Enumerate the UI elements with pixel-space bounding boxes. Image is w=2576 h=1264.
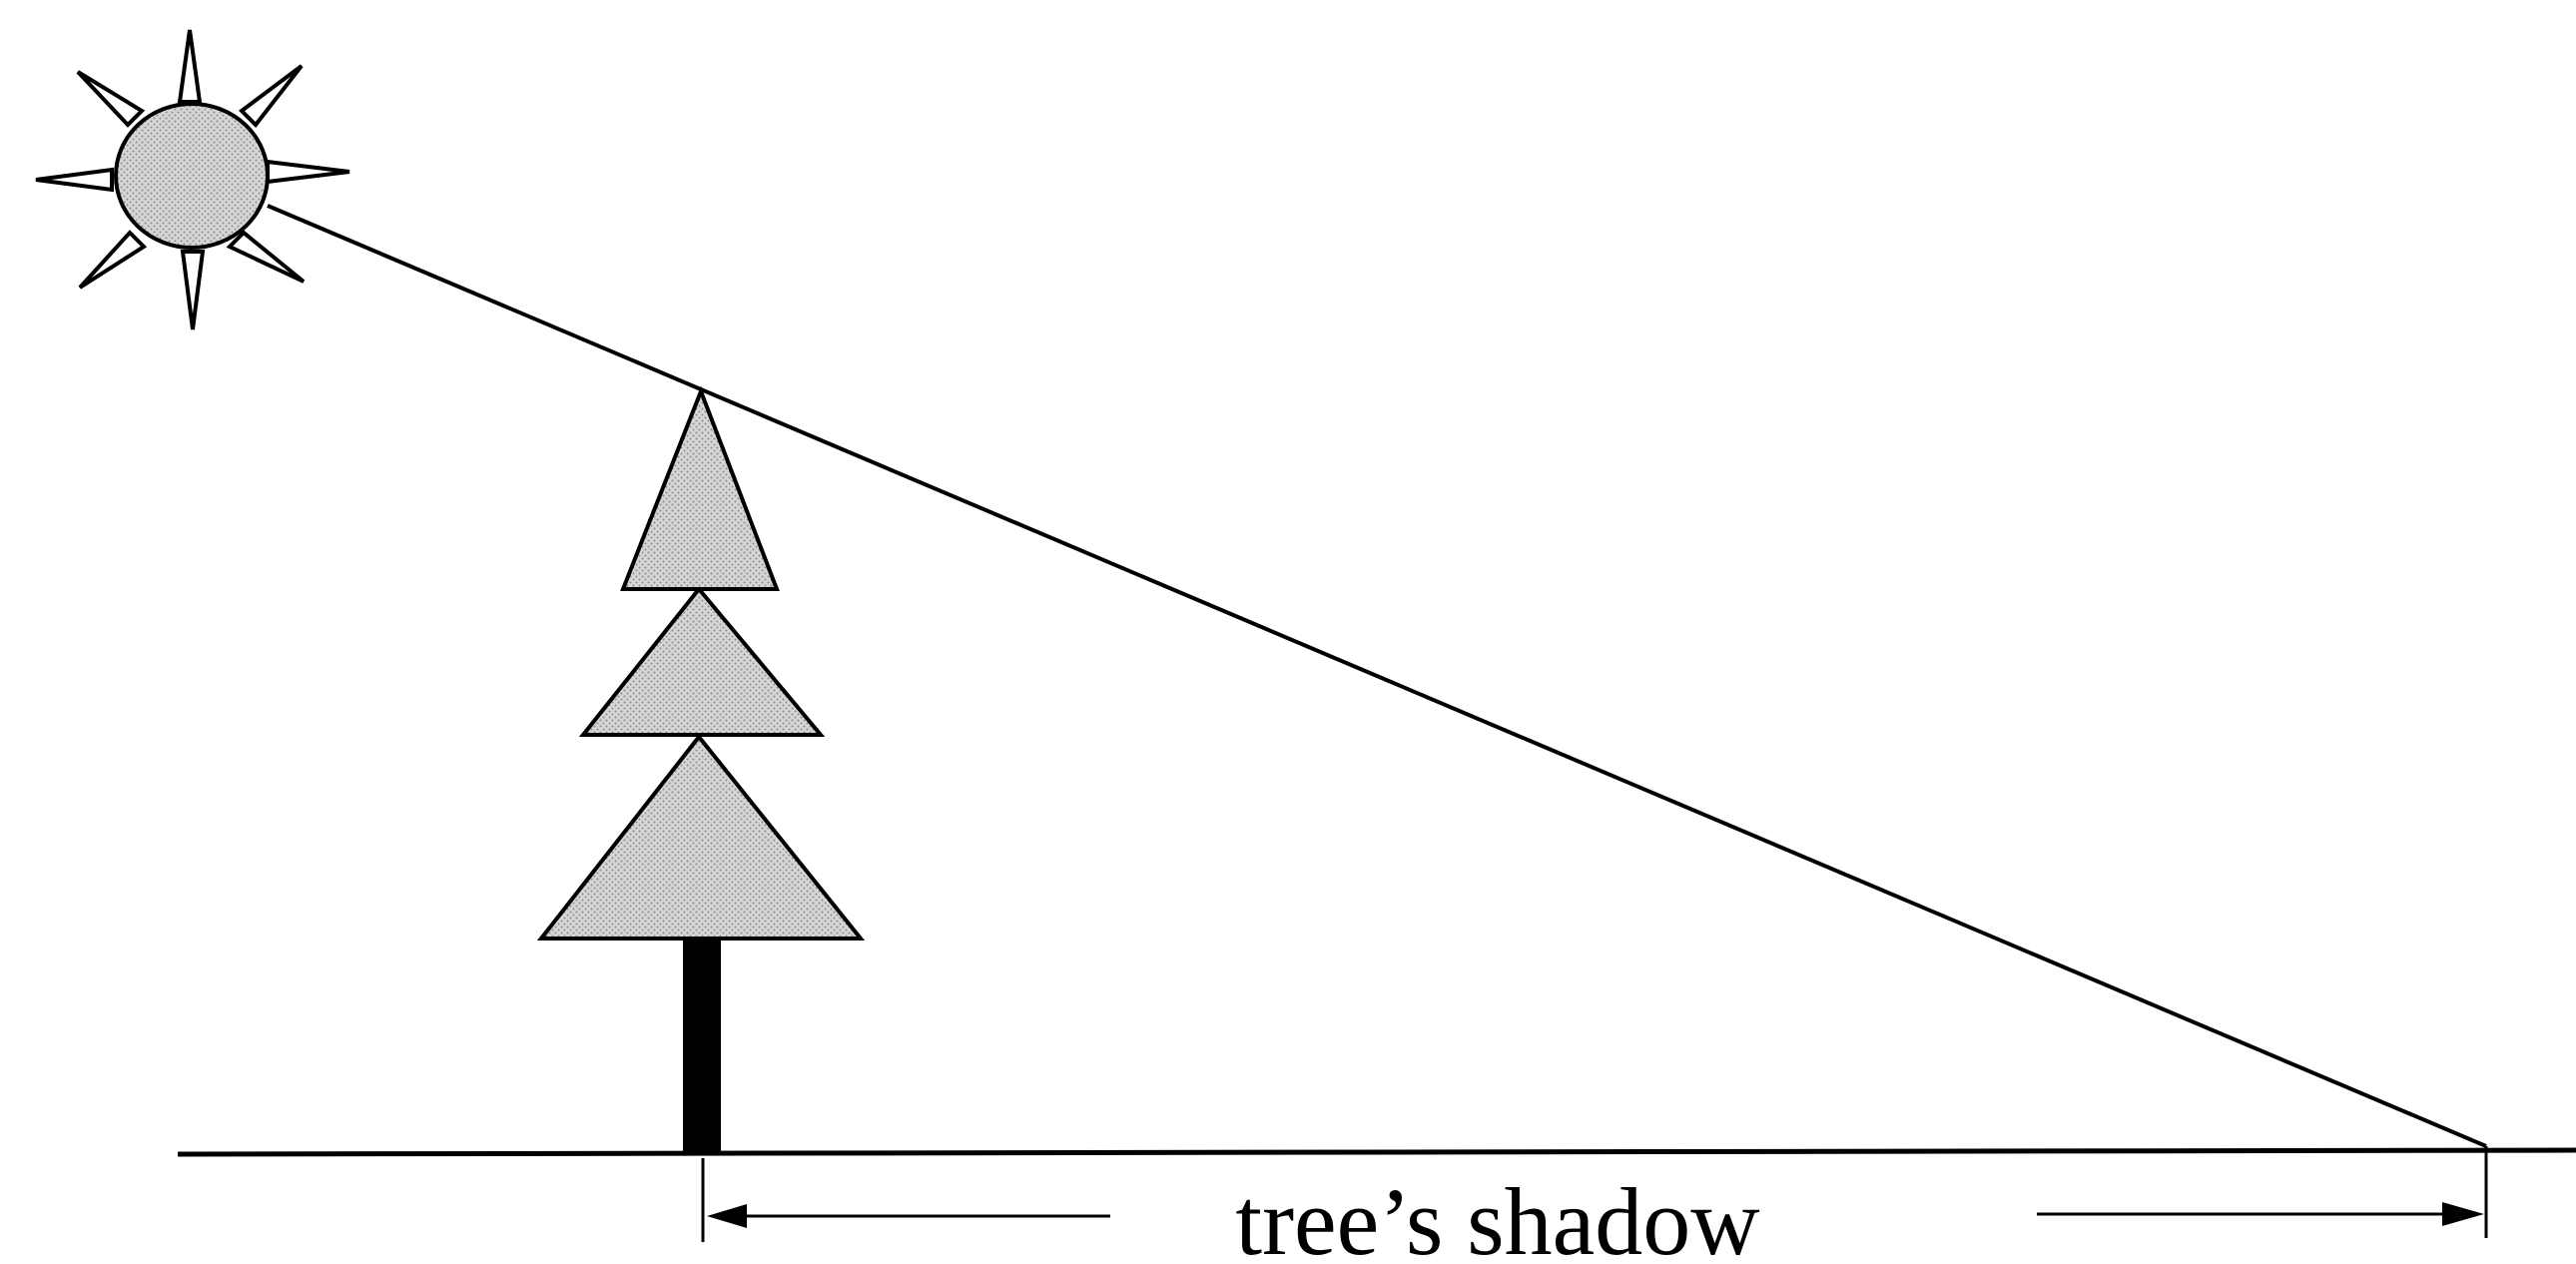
tree-tier-middle — [583, 589, 821, 735]
ground-line — [178, 1150, 2576, 1154]
tree-tier-bottom — [541, 737, 861, 939]
shadow-right-arrow-icon — [2442, 1202, 2484, 1226]
tree-trunk — [683, 939, 721, 1154]
sun-disc — [116, 104, 268, 248]
sun-ray-line — [268, 206, 2486, 1146]
shadow-dimension: tree’s shadow — [703, 1146, 2486, 1264]
tree-tier-top — [623, 391, 777, 589]
shadow-left-arrow-icon — [707, 1204, 747, 1228]
sun-icon — [36, 30, 349, 329]
tree-icon — [541, 391, 861, 1154]
shadow-label: tree’s shadow — [1235, 1168, 1759, 1264]
